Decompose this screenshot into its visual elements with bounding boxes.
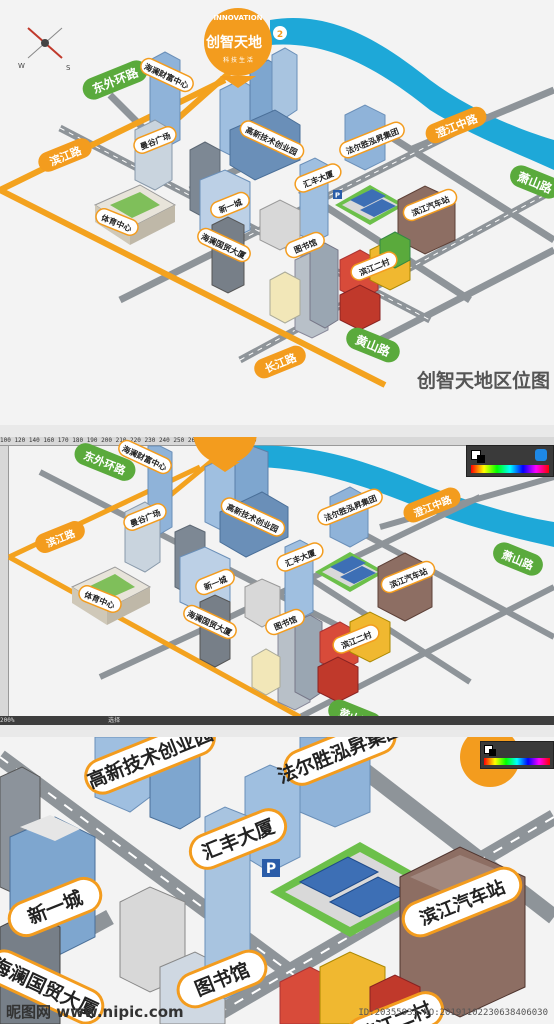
river xyxy=(270,18,554,170)
brand-logo: INNOVATION 创智天地 科 技 生 活 2 xyxy=(204,8,287,88)
status-text: 选择 xyxy=(108,717,121,724)
editor-status-bar: 200% 选择 xyxy=(0,716,554,725)
separator xyxy=(0,725,554,737)
watermark: 昵图网 www.nipic.com xyxy=(6,1001,184,1022)
place-labels: 海澜财富中心 曼谷广场 高新技术创业园 法尔胜泓昇集团 汇丰大厦 新一城 体育中… xyxy=(95,57,458,281)
map-caption: 创智天地区位图 xyxy=(416,369,550,392)
zoom-level[interactable]: 200% xyxy=(0,717,15,724)
svg-text:W: W xyxy=(18,62,25,70)
watermark-id: ID:20355933 NO:20191102230638406030 xyxy=(358,1008,548,1018)
svg-text:S: S xyxy=(66,64,71,72)
editor-map: 东外环路 滨江路 澄江中路 萧山路 黄山路 海澜财富中心 曼谷广场 高新技术创业… xyxy=(7,437,554,725)
map-panel-editor: 100 120 140 160 170 180 190 200 210 220 … xyxy=(0,437,554,725)
parking-icon xyxy=(333,190,342,199)
map-panel-zoom: P 高新技术创业园 法尔胜泓昇集团 汇丰大厦 新一城 海澜国贸大厦 图书馆 滨江… xyxy=(0,737,554,1024)
compass-icon: W S xyxy=(18,27,71,72)
separator xyxy=(0,425,554,437)
color-panel[interactable] xyxy=(480,741,554,769)
watermark-site: 昵图网 www.nipic.com xyxy=(6,1003,184,1021)
overview-map: W S xyxy=(0,8,554,392)
ruler-side xyxy=(0,446,9,716)
brand-badge: 2 xyxy=(277,30,283,40)
parking-label: P xyxy=(335,192,340,200)
place-label-tushu: 图书馆 xyxy=(285,231,325,259)
parking-icon xyxy=(262,859,280,877)
brand-tagline: INNOVATION xyxy=(213,14,262,22)
swatch-icon[interactable] xyxy=(535,449,547,461)
road-label-xiaoshan: 萧山路 xyxy=(510,165,554,199)
parking-label: P xyxy=(266,861,276,877)
road-label-binjiang: 滨江路 xyxy=(38,138,92,172)
zoom-map: P 高新技术创业园 法尔胜泓昇集团 汇丰大厦 新一城 海澜国贸大厦 图书馆 滨江… xyxy=(0,737,554,1024)
place-label-xincheng: 新一城 xyxy=(210,191,250,219)
brand-name: 创智天地 xyxy=(205,34,262,51)
place-label-mangu: 曼谷广场 xyxy=(133,126,177,154)
brand-subtitle: 科 技 生 活 xyxy=(223,56,253,64)
map-panel-overview: W S xyxy=(0,0,554,425)
color-panel[interactable] xyxy=(466,445,554,477)
